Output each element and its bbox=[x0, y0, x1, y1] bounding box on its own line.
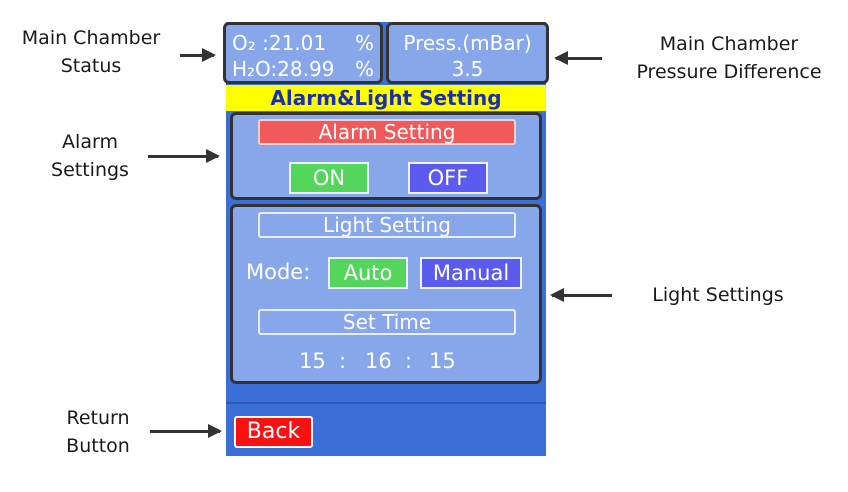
arrow-left-icon bbox=[550, 288, 612, 302]
annotation-alarm-settings: Alarm Settings bbox=[30, 128, 150, 184]
annotation-line: Main Chamber bbox=[659, 33, 799, 55]
o2-value: O₂ :21.01 bbox=[232, 31, 327, 55]
annotation-line: Button bbox=[66, 435, 130, 457]
pressure-value: 3.5 bbox=[451, 57, 484, 81]
alarm-off-button[interactable]: OFF bbox=[408, 162, 488, 194]
pressure-label: Press.(mBar) bbox=[403, 31, 532, 55]
h2o-readout: H₂O:28.99 % bbox=[226, 56, 380, 82]
light-mode-auto-button[interactable]: Auto bbox=[328, 257, 408, 289]
annotation-line: Alarm bbox=[62, 131, 118, 153]
arrow-right-icon bbox=[180, 48, 216, 62]
time-minute[interactable]: 16 bbox=[365, 349, 392, 373]
annotation-line: Main Chamber bbox=[21, 27, 161, 49]
light-settings-panel: Light Setting Mode: Auto Manual Set Time… bbox=[230, 204, 542, 384]
set-time-button[interactable]: Set Time bbox=[258, 309, 516, 335]
annotation-light-settings: Light Settings bbox=[628, 281, 808, 309]
alarm-on-button[interactable]: ON bbox=[289, 162, 369, 194]
annotation-line: Return bbox=[66, 407, 130, 429]
annotation-main-chamber-status: Main Chamber Status bbox=[2, 24, 180, 80]
annotation-line: Settings bbox=[51, 159, 129, 181]
annotation-line: Light Settings bbox=[652, 284, 784, 306]
arrow-right-icon bbox=[150, 424, 222, 438]
h2o-unit: % bbox=[354, 57, 374, 81]
annotation-line: Status bbox=[60, 55, 122, 77]
time-separator: : bbox=[405, 349, 413, 373]
h2o-value: H₂O:28.99 bbox=[232, 57, 335, 81]
back-button[interactable]: Back bbox=[234, 416, 313, 448]
light-mode-manual-button[interactable]: Manual bbox=[420, 257, 522, 289]
main-chamber-status-box: O₂ :21.01 % H₂O:28.99 % bbox=[223, 22, 383, 84]
o2-unit: % bbox=[354, 31, 374, 55]
page-title: Alarm&Light Setting bbox=[226, 85, 546, 111]
time-hour[interactable]: 15 bbox=[299, 349, 326, 373]
alarm-settings-panel: Alarm Setting ON OFF bbox=[230, 112, 542, 200]
time-second[interactable]: 15 bbox=[429, 349, 456, 373]
footer-bar: Back bbox=[226, 402, 546, 456]
device-screen: O₂ :21.01 % H₂O:28.99 % Press.(mBar) 3.5… bbox=[223, 22, 549, 456]
light-setting-header: Light Setting bbox=[258, 212, 516, 238]
o2-readout: O₂ :21.01 % bbox=[226, 25, 380, 56]
alarm-setting-header: Alarm Setting bbox=[258, 119, 516, 145]
annotation-return-button: Return Button bbox=[36, 404, 160, 460]
annotation-line: Pressure Difference bbox=[636, 61, 822, 83]
pressure-difference-box: Press.(mBar) 3.5 bbox=[386, 22, 549, 84]
annotation-pressure-difference: Main Chamber Pressure Difference bbox=[618, 30, 840, 86]
mode-label: Mode: bbox=[246, 260, 311, 284]
arrow-right-icon bbox=[148, 149, 220, 163]
arrow-left-icon bbox=[554, 51, 602, 65]
time-separator: : bbox=[339, 349, 347, 373]
